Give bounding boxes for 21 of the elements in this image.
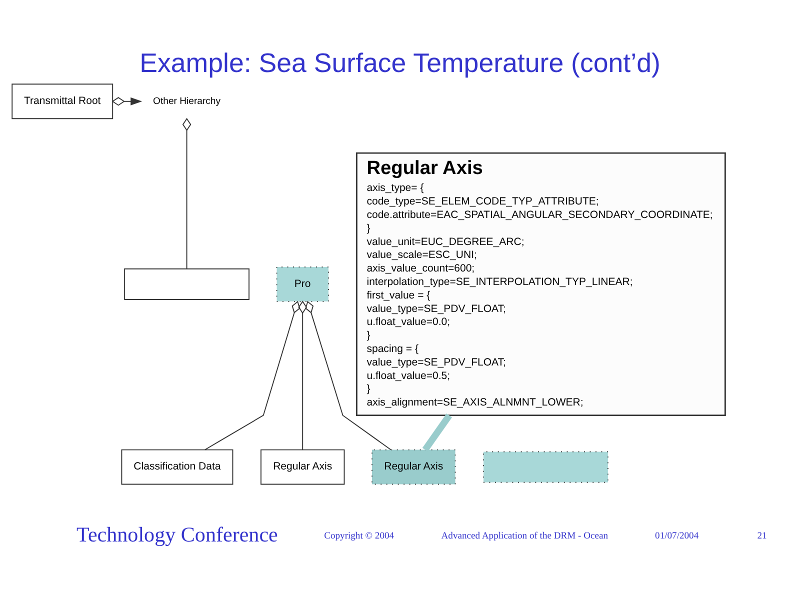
connector (305, 300, 392, 450)
label: Technology Conference (76, 522, 278, 546)
node-box: Classification Data (121, 449, 234, 485)
node-box: Regular Axis (260, 449, 345, 485)
node-box (124, 268, 250, 300)
node-box: Regular Axis axis_type= { code_type=SE_ELEM_CODE_TYP_ATTRIBUTE; code.attribute=EAC_SPATIAL_ANGULAR_SECONDARY_COORDINATE; } value_unit=EUC_DEGREE_ARC; value_scale=ESC_UNI; axis_value_count=600; interpolation_type=SE_INTERPOLATION_TYP_LINEAR; first_value = { value_type=SE_PDV_FLOAT; u.float_value=0.0; } spacing = { value_type=SE_PDV_FLOAT; u.float_value=0.5; } axis_alignment=SE_AXIS_ALNMNT_LOWER; (356, 152, 726, 416)
arrow (112, 96, 142, 106)
label: Copyright © 2004 (324, 530, 394, 542)
node-text: Other Hierarchy (153, 96, 221, 107)
label: 01/07/2004 (655, 530, 699, 542)
label: Advanced Application of the DRM - Ocean (441, 530, 608, 542)
connector (204, 300, 300, 450)
connector (182, 118, 192, 270)
diagram-title: Example: Sea Surface Temperature (cont’d) (140, 48, 660, 78)
connector (298, 300, 307, 450)
node-box (483, 451, 608, 483)
node-box: Pro (276, 266, 329, 302)
connector (422, 414, 452, 452)
node-box: Regular Axis (372, 449, 456, 485)
node-box: Transmittal Root (12, 84, 114, 120)
label: 21 (757, 530, 767, 542)
